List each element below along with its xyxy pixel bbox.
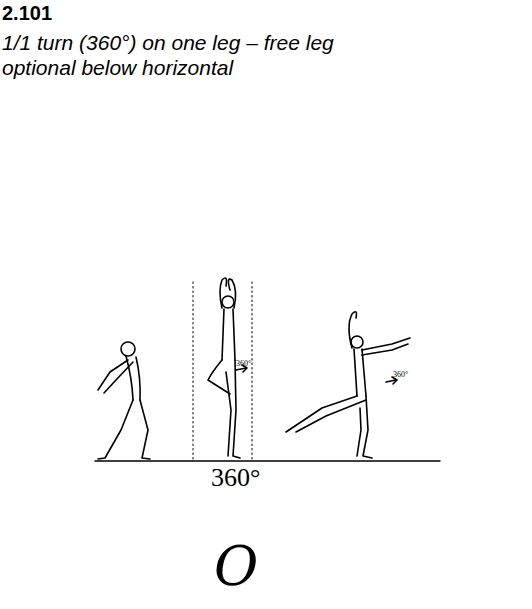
element-symbol: O [214,535,258,598]
rotation-amount: 360° [211,463,260,493]
rotation-label: 360° [236,359,251,368]
rotation-label: 360° [393,370,408,379]
element-description: 1/1 turn (360°) on one leg – free leg op… [2,30,347,80]
element-number: 2.101 [2,2,52,25]
